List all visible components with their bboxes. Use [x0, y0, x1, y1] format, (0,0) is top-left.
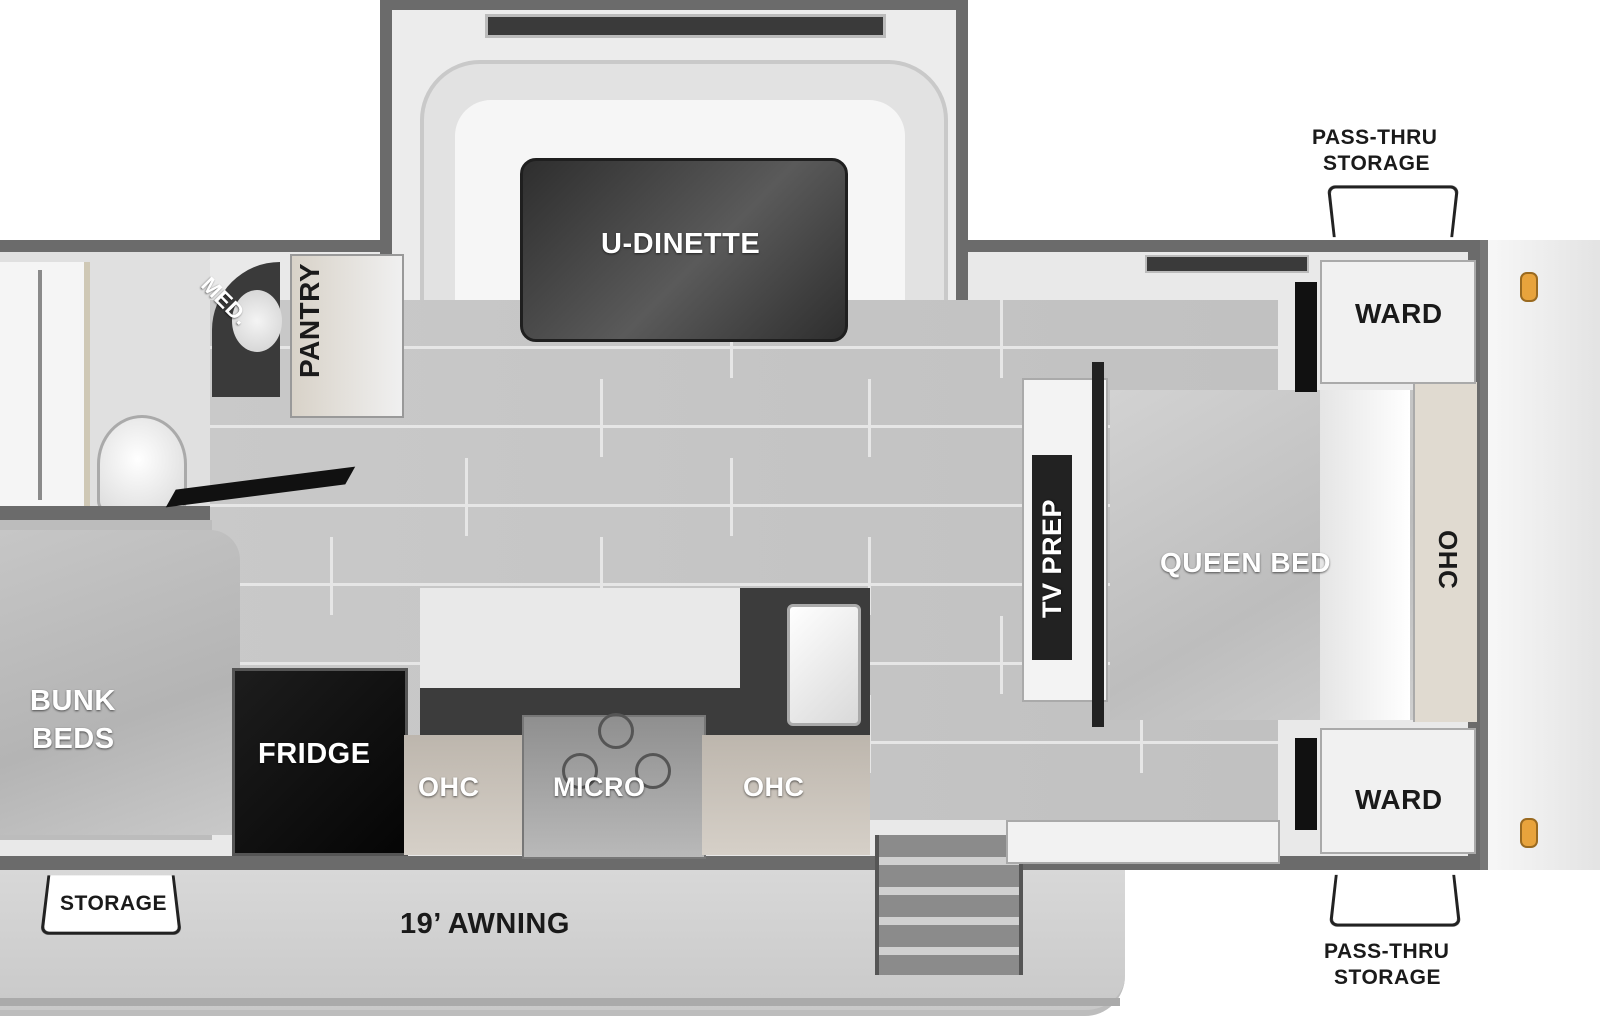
- floor-seam: [1140, 695, 1143, 773]
- fridge-label: FRIDGE: [258, 738, 371, 770]
- pass-thru-door-bottom: [1328, 874, 1462, 927]
- marker-light-bottom: [1520, 818, 1538, 848]
- floor-seam: [730, 458, 733, 536]
- floor-seam: [465, 458, 468, 536]
- entry-steps[interactable]: [875, 835, 1023, 975]
- pass-thru-top-line1: PASS-THRU: [1312, 126, 1438, 149]
- front-cap: [1480, 240, 1600, 870]
- ohc-rear-label: OHC: [1433, 530, 1463, 590]
- floor-seam: [1000, 300, 1003, 378]
- storage-label: STORAGE: [60, 892, 167, 915]
- ward-bottom-door: [1295, 738, 1317, 830]
- pass-thru-top-line2: STORAGE: [1323, 152, 1430, 175]
- pantry-label: PANTRY: [294, 263, 325, 378]
- ohc-right-label: OHC: [743, 772, 805, 802]
- ward-top-door: [1295, 282, 1317, 392]
- ward-bottom-label: WARD: [1355, 784, 1443, 815]
- floor-seam: [600, 379, 603, 457]
- awning-rail: [0, 998, 1120, 1006]
- pass-thru-bottom-line2: STORAGE: [1334, 966, 1441, 989]
- pass-thru-door-top: [1326, 185, 1460, 238]
- tv-divider: [1092, 362, 1104, 727]
- fridge: [232, 668, 408, 856]
- floor-seam: [1000, 616, 1003, 694]
- stove-burner: [635, 753, 671, 789]
- bathroom-wall: [0, 506, 210, 520]
- bed-sheet-fold: [1320, 390, 1410, 720]
- floor-seam: [868, 537, 871, 615]
- awning-label: 19’ AWNING: [400, 908, 570, 940]
- floor-seam: [868, 379, 871, 457]
- micro-label: MICRO: [553, 772, 646, 802]
- ohc-left-label: OHC: [418, 772, 480, 802]
- floor-seam: [330, 537, 333, 615]
- bedroom-window: [1145, 255, 1309, 273]
- marker-light-top: [1520, 272, 1538, 302]
- shower-rail: [38, 270, 42, 500]
- bunk-label-line1: BUNK: [30, 685, 116, 717]
- ward-bottom: [1320, 728, 1476, 854]
- dinette-table: [520, 158, 848, 342]
- slide-window: [485, 14, 886, 38]
- queen-bed-label: QUEEN BED: [1160, 547, 1331, 578]
- ward-top-label: WARD: [1355, 298, 1443, 329]
- stove-burner: [562, 753, 598, 789]
- shower: [0, 262, 90, 507]
- stove-burner: [598, 713, 634, 749]
- ward-top: [1320, 260, 1476, 384]
- tv-prep-label: TV PREP: [1037, 498, 1067, 618]
- pass-thru-bottom-line1: PASS-THRU: [1324, 940, 1450, 963]
- pantry: [290, 254, 404, 418]
- ohc-right-cabinet: [702, 735, 870, 855]
- ohc-left-cabinet: [404, 735, 524, 855]
- bunk-mattress: [0, 530, 240, 835]
- sink: [787, 604, 861, 726]
- tv-prep-panel: [1032, 455, 1072, 660]
- bunk-label-line2: BEDS: [32, 723, 115, 755]
- dinette-label: U-DINETTE: [601, 228, 761, 260]
- med-sink: [232, 290, 282, 352]
- ohc-rear-cabinet: [1413, 382, 1477, 722]
- counter-dark-top: [420, 588, 740, 688]
- entry-door-frame: [1006, 820, 1280, 864]
- floor-seam: [600, 537, 603, 615]
